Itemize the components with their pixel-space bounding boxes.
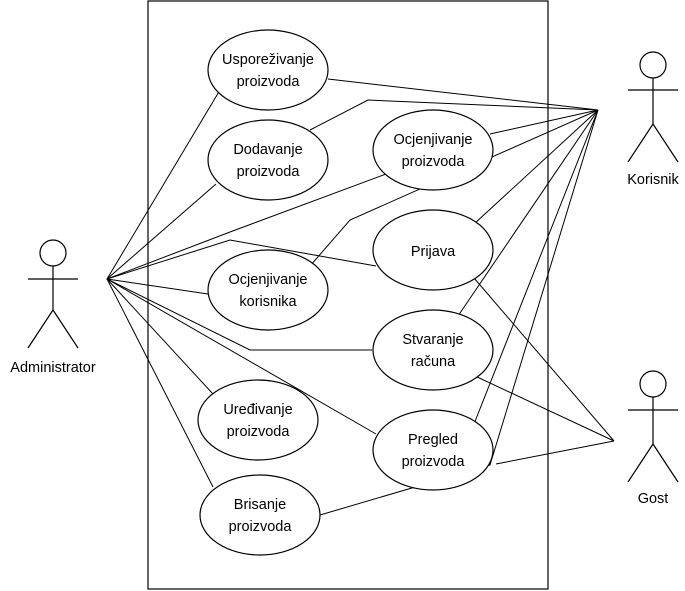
use-case-prijava[interactable]: Prijava bbox=[372, 209, 494, 291]
assoc-gost-stvaranje-racuna bbox=[474, 375, 615, 442]
use-case-label-line2: proizvoda bbox=[402, 454, 466, 470]
assoc-korisnik-brisanje bbox=[319, 109, 599, 516]
assoc-admin-ocjenjivanje-korisnika bbox=[106, 278, 209, 295]
use-case-pregled-proizvoda[interactable]: Pregled proizvoda bbox=[372, 409, 494, 491]
assoc-admin-prijava bbox=[106, 239, 377, 280]
use-case-label-line1: Uređivanje bbox=[223, 402, 292, 418]
use-case-label-line1: Stvaranje bbox=[402, 332, 463, 348]
actor-label: Administrator bbox=[10, 360, 96, 376]
assoc-admin-pregled bbox=[106, 278, 377, 435]
use-case-label-line1: Prijava bbox=[411, 244, 456, 260]
use-case-label-line1: Ocjenjivanje bbox=[229, 272, 308, 288]
use-case-ellipse bbox=[207, 119, 329, 201]
assoc-korisnik-ocjenjivanje-korisnika bbox=[309, 109, 599, 267]
assoc-admin-stvaranje-racuna bbox=[106, 278, 372, 351]
use-case-ellipse bbox=[372, 209, 494, 291]
use-case-uredivanje-proizvoda[interactable]: Uređivanje proizvoda bbox=[197, 379, 319, 461]
use-case-ocjenjivanje-proizvoda[interactable]: Ocjenjivanje proizvoda bbox=[372, 109, 494, 191]
use-case-label-line1: Usporeživanje bbox=[222, 52, 314, 68]
use-case-ocjenjivanje-korisnika[interactable]: Ocjenjivanje korisnika bbox=[207, 249, 329, 331]
use-case-usporedivanje-proizvoda[interactable]: Usporeživanje proizvoda bbox=[207, 29, 329, 111]
use-case-ellipse bbox=[199, 474, 321, 556]
assoc-korisnik-ocjenjivanje-proizvoda bbox=[489, 109, 599, 135]
use-case-label-line1: Brisanje bbox=[234, 497, 286, 513]
actor-gost[interactable]: Gost bbox=[627, 370, 679, 507]
assoc-admin-brisanje bbox=[106, 278, 214, 488]
use-case-label-line2: proizvoda bbox=[237, 164, 301, 180]
assoc-admin-ocjenjivanje-proizvoda bbox=[106, 173, 387, 280]
actor-figure-icon bbox=[627, 51, 679, 163]
actor-figure-icon bbox=[627, 370, 679, 483]
assoc-admin-uredivanje bbox=[106, 278, 214, 395]
use-case-ellipse bbox=[372, 109, 494, 191]
use-case-label-line1: Ocjenjivanje bbox=[394, 132, 473, 148]
assoc-korisnik-prijava bbox=[473, 109, 599, 225]
assoc-admin-usporedivanje bbox=[106, 89, 221, 280]
use-case-ellipse bbox=[197, 379, 319, 461]
assoc-gost-prijava bbox=[473, 277, 615, 442]
use-case-label-line2: računa bbox=[411, 354, 456, 370]
use-case-label-line2: proizvoda bbox=[229, 519, 293, 535]
actor-label: Gost bbox=[638, 491, 669, 507]
use-case-label-line2: korisnika bbox=[239, 294, 297, 310]
actor-korisnik[interactable]: Korisnik bbox=[627, 51, 680, 188]
use-case-label-line2: proizvoda bbox=[402, 154, 466, 170]
use-case-ellipse bbox=[207, 29, 329, 111]
use-case-stvaranje-racuna[interactable]: Stvaranje računa bbox=[372, 309, 494, 391]
use-case-label-line2: proizvoda bbox=[237, 74, 301, 90]
use-case-label-line1: Dodavanje bbox=[233, 142, 302, 158]
actor-figure-icon bbox=[27, 239, 79, 349]
assoc-korisnik-pregled bbox=[473, 109, 599, 425]
assoc-korisnik-stvaranje-racuna bbox=[457, 109, 599, 317]
use-case-label-line1: Pregled bbox=[408, 432, 458, 448]
use-case-brisanje-proizvoda[interactable]: Brisanje proizvoda bbox=[199, 474, 321, 556]
actor-administrator[interactable]: Administrator bbox=[10, 239, 96, 376]
assoc-admin-dodavanje bbox=[106, 183, 217, 280]
use-case-ellipse bbox=[372, 409, 494, 491]
actor-label: Korisnik bbox=[627, 172, 679, 188]
assoc-korisnik-dodavanje bbox=[309, 99, 599, 131]
use-case-ellipse bbox=[207, 249, 329, 331]
associations bbox=[106, 78, 615, 516]
assoc-gost-pregled bbox=[495, 440, 615, 465]
assoc-korisnik-usporedivanje bbox=[327, 78, 599, 111]
use-case-dodavanje-proizvoda[interactable]: Dodavanje proizvoda bbox=[207, 119, 329, 201]
use-case-label-line2: proizvoda bbox=[227, 424, 291, 440]
use-case-ellipse bbox=[372, 309, 494, 391]
